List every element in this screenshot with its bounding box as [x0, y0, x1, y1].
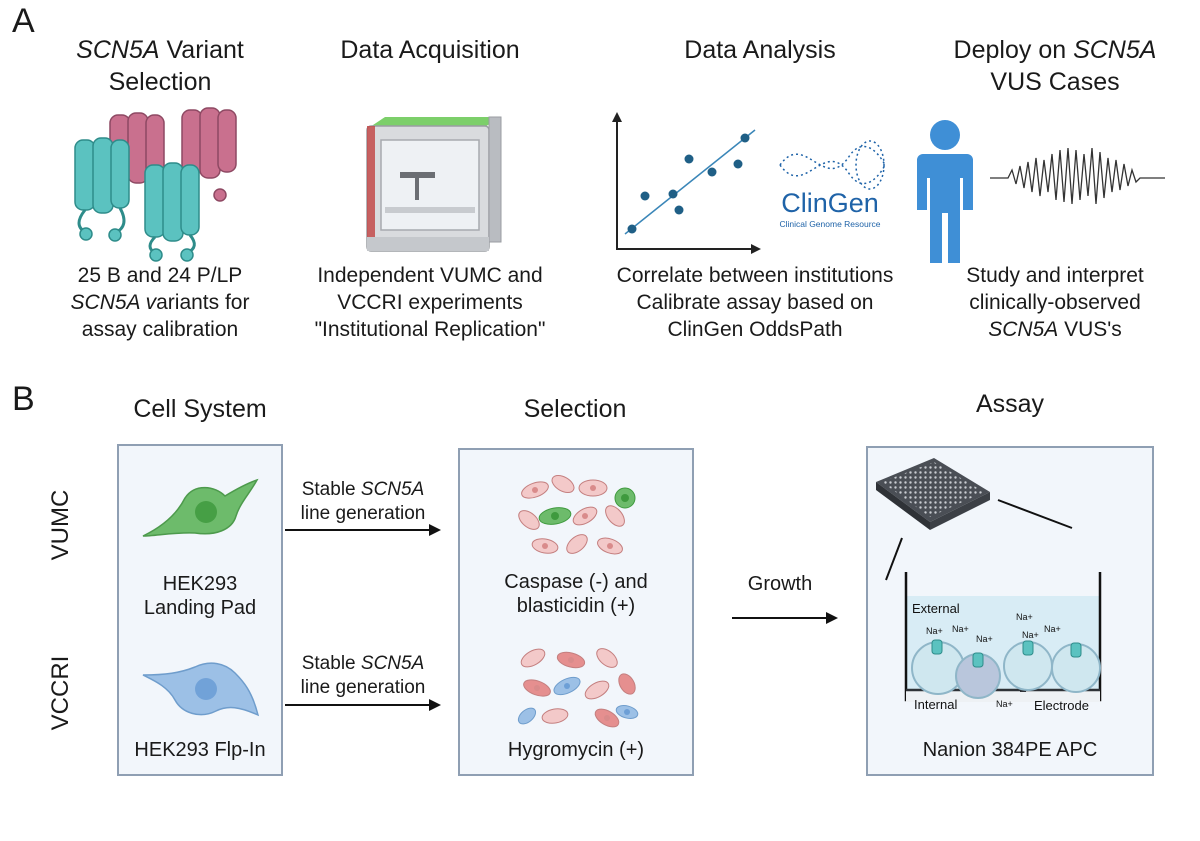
cell-system-box [117, 444, 283, 776]
vccri-arrow [285, 699, 441, 711]
col3-title: Data Analysis [684, 36, 836, 64]
col1-title: SCN5A Variant Selection [76, 36, 244, 96]
vccri-selection-label: Hygromycin (+) [507, 739, 645, 761]
col4-caption: Study and interpret clinically-observed … [966, 264, 1144, 341]
growth-arrow [732, 612, 838, 624]
ion-channel-variants-illustration [74, 107, 237, 262]
electrode-label: Electrode [1034, 698, 1089, 713]
correlation-scatter-icon [612, 112, 761, 254]
col1-caption: 25 B and 24 P/LP SCN5A variants for assa… [70, 264, 250, 341]
person-icon [917, 120, 973, 263]
na-ion-label: Na+ [996, 699, 1013, 709]
panel-a-letter: A [12, 2, 35, 40]
vccri-cell-label: HEK293 Flp-In [134, 739, 266, 761]
hek293-landing-pad-cell [142, 478, 259, 537]
na-ion-label: Na+ [926, 626, 943, 636]
col3-caption: Correlate between institutions Calibrate… [616, 264, 894, 341]
vumc-arrow [285, 524, 441, 536]
assay-caption: Nanion 384PE APC [922, 739, 1098, 761]
liquid-handling-robot-icon [366, 116, 502, 252]
col2-title: Data Acquisition [340, 36, 520, 64]
clingen-logo-text: ClinGen [781, 188, 879, 218]
row-label-vumc: VUMC [47, 489, 74, 561]
col4-title: Deploy on SCN5A VUS Cases [953, 36, 1157, 96]
clingen-logo: ClinGen Clinical Genome Resource [779, 140, 886, 229]
growth-label: Growth [747, 573, 813, 595]
assay-title: Assay [975, 390, 1045, 418]
cell-system-title: Cell System [133, 395, 267, 423]
vccri-arrow-label: Stable SCN5A line generation [300, 653, 426, 698]
na-ion-label: Na+ [952, 624, 969, 634]
ecg-waveform-icon [990, 147, 1165, 205]
vumc-selection-label: Caspase (-) and blasticidin (+) [504, 571, 648, 617]
vumc-arrow-label: Stable SCN5A line generation [300, 479, 426, 524]
hek293-flp-in-cell [142, 662, 260, 717]
external-label: External [912, 601, 960, 616]
vumc-cell-label: HEK293 Landing Pad [143, 573, 257, 619]
na-ion-label: Na+ [976, 634, 993, 644]
na-ion-label: Na+ [1044, 624, 1061, 634]
row-label-vccri: VCCRI [47, 655, 74, 731]
na-ion-label: Na+ [1022, 630, 1039, 640]
apc-assay-illustration: External Internal Electrode Na+ Na+ Na+ … [876, 458, 1102, 713]
col2-caption: Independent VUMC and VCCRI experiments "… [314, 264, 546, 341]
selection-box [458, 448, 694, 776]
vccri-cell-population [517, 648, 639, 728]
vumc-cell-population [518, 474, 636, 555]
clingen-logo-subtext: Clinical Genome Resource [779, 219, 880, 229]
selection-title: Selection [523, 395, 627, 423]
internal-label: Internal [914, 697, 957, 712]
panel-b-letter: B [12, 380, 35, 418]
na-ion-label: Na+ [1016, 612, 1033, 622]
